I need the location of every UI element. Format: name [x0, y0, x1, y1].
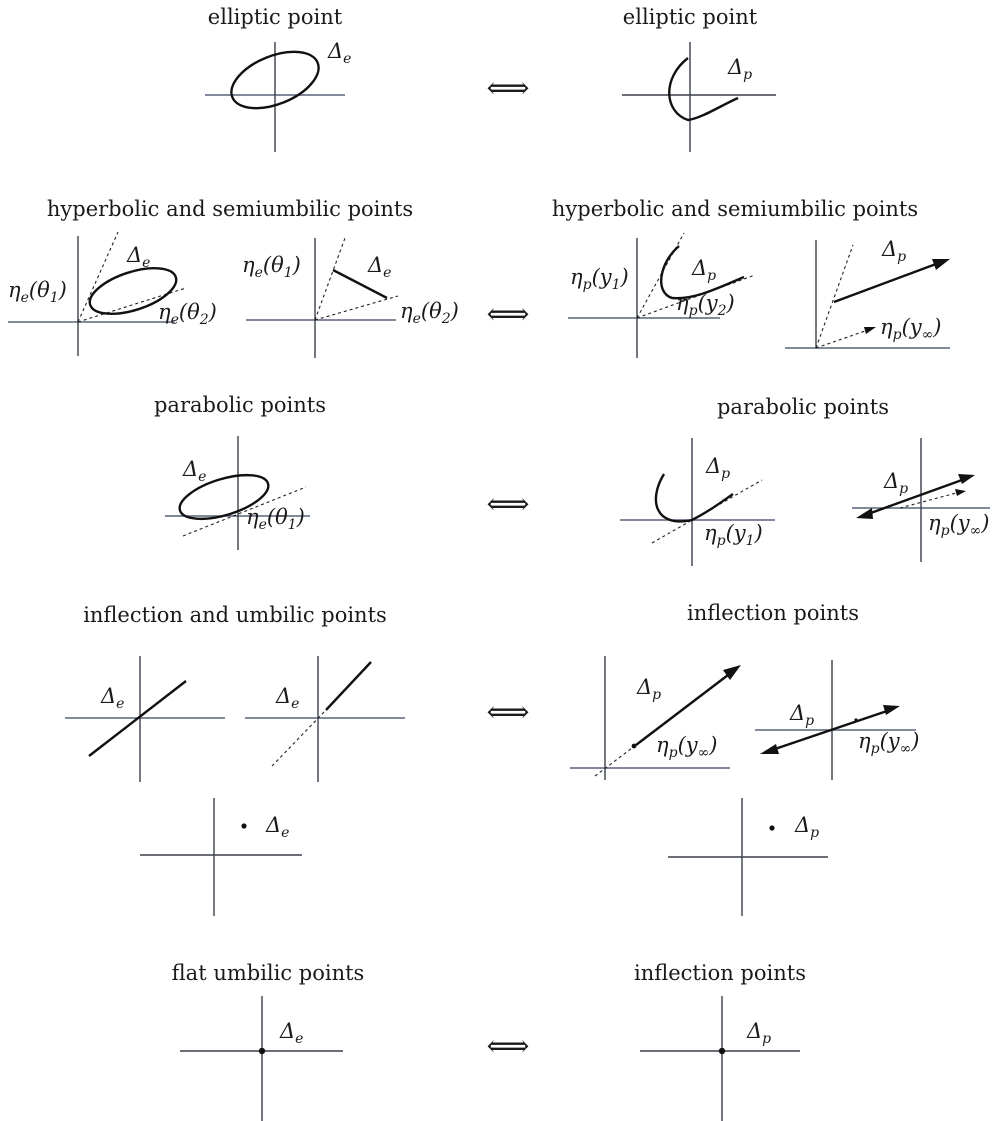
inflection-left-diagram-b: Δe — [245, 656, 405, 782]
hyperbolic-left-diagram-b: Δe ηe(θ1) ηe(θ2) — [242, 237, 459, 358]
delta-e-label: Δe — [100, 684, 124, 712]
delta-p-label: Δp — [746, 1019, 771, 1047]
eta-yinf-label: ηp(y∞) — [656, 733, 718, 761]
eta-theta2-label: ηe(θ2) — [400, 299, 459, 327]
delta-p-label: Δp — [691, 256, 716, 284]
eta-theta1-label: ηe(θ1) — [242, 253, 301, 281]
parabolic-right-diagram-b: Δp ηp(y∞) — [852, 438, 990, 562]
delta-e-label: Δe — [182, 457, 206, 485]
row3-right-title: parabolic points — [717, 395, 889, 419]
equivalence-arrow: ⟺ — [486, 1029, 529, 1064]
eta-theta1-label: ηe(θ1) — [246, 505, 305, 533]
eta-theta1-label: ηe(θ1) — [8, 278, 67, 306]
umbilic-point-left-diagram: Δe — [140, 798, 302, 916]
eta-yinf-label: ηp(y∞) — [880, 315, 942, 343]
delta-e-label: Δe — [126, 243, 150, 271]
inflection-right-diagram-b: Δp ηp(y∞) — [755, 660, 920, 780]
equivalence-arrow: ⟺ — [486, 71, 529, 106]
eta-y2-label: ηp(y2) — [676, 291, 735, 319]
elliptic-left-diagram: Δe — [205, 39, 351, 152]
row2-left-title: hyperbolic and semiumbilic points — [47, 197, 413, 221]
eta-y1-label: ηp(y1) — [570, 265, 629, 293]
row1-left-title: elliptic point — [208, 5, 343, 29]
umbilic-point-right-diagram: Δp — [668, 798, 828, 916]
eta-yinf-label: ηp(y∞) — [928, 511, 990, 539]
delta-p-label: Δp — [789, 701, 814, 729]
row3-left-title: parabolic points — [154, 393, 326, 417]
equivalence-arrow: ⟺ — [486, 487, 529, 522]
row2-right-title: hyperbolic and semiumbilic points — [552, 197, 918, 221]
delta-p-label: Δp — [705, 454, 730, 482]
flat-umbilic-right-diagram: Δp — [640, 996, 800, 1121]
delta-p-label: Δp — [636, 675, 661, 703]
delta-p-label: Δp — [794, 813, 819, 841]
delta-e-label: Δe — [275, 684, 299, 712]
inflection-right-diagram-a: Δp ηp(y∞) — [570, 656, 741, 780]
flat-umbilic-left-diagram: Δe — [180, 996, 343, 1121]
inflection-left-diagram-a: Δe — [65, 656, 225, 782]
delta-p-label: Δp — [727, 55, 752, 83]
delta-p-label: Δp — [883, 469, 908, 497]
row1-right-title: elliptic point — [623, 5, 758, 29]
eta-yinf-label: ηp(y∞) — [858, 729, 920, 757]
delta-e-label: Δe — [327, 39, 351, 67]
hyperbolic-right-diagram-a: Δp ηp(y1) ηp(y2) — [568, 232, 756, 358]
eta-y1-label: ηp(y1) — [704, 521, 763, 549]
delta-e-label: Δe — [279, 1019, 303, 1047]
delta-e-label: Δe — [265, 813, 289, 841]
parabolic-right-diagram-a: Δp ηp(y1) — [620, 438, 775, 566]
row5-right-title: inflection points — [634, 961, 806, 985]
delta-p-label: Δp — [881, 237, 906, 265]
row4-right-title: inflection points — [687, 601, 859, 625]
equivalence-arrow: ⟺ — [486, 297, 529, 332]
parabolic-left-diagram: Δe ηe(θ1) — [165, 436, 310, 550]
eta-theta2-label: ηe(θ2) — [158, 300, 217, 328]
equivalence-arrow: ⟺ — [486, 695, 529, 730]
row5-left-title: flat umbilic points — [172, 961, 365, 985]
elliptic-right-diagram: Δp — [622, 42, 776, 152]
row4-left-title: inflection and umbilic points — [83, 603, 387, 627]
hyperbolic-left-diagram-a: Δe ηe(θ1) ηe(θ2) — [8, 231, 217, 356]
delta-e-label: Δe — [367, 253, 391, 281]
hyperbolic-right-diagram-b: Δp ηp(y∞) — [785, 237, 950, 349]
